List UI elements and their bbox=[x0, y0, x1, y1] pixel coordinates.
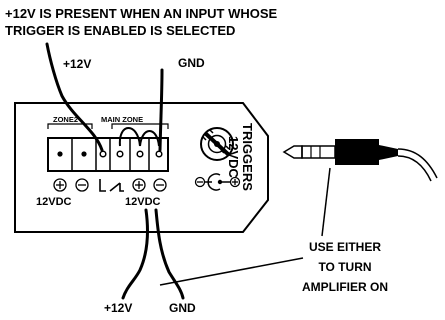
note-line-1: USE EITHER bbox=[308, 240, 381, 254]
terminal-screw bbox=[99, 150, 107, 158]
triggers-voltage-label: 12VDC bbox=[226, 135, 241, 178]
zone2-voltage-label: 12VDC bbox=[36, 196, 72, 208]
main-zone-bracket bbox=[111, 123, 169, 129]
title-line-2: TRIGGER IS ENABLED IS SELECTED bbox=[5, 23, 236, 38]
center-positive-polarity-icon bbox=[194, 173, 241, 191]
terminal-screw bbox=[57, 151, 63, 157]
zone2-bracket bbox=[47, 123, 93, 129]
bottom-plus-wire bbox=[121, 208, 150, 300]
note-line-3: AMPLIFIER ON bbox=[302, 280, 388, 294]
terminal-screw bbox=[81, 151, 87, 157]
main-zone-voltage-label: 12VDC bbox=[125, 196, 161, 208]
plus-icon bbox=[53, 178, 67, 192]
mini-plug-icon bbox=[282, 139, 438, 182]
note-leader-to-wires bbox=[159, 257, 304, 286]
bottom-gnd-wire bbox=[154, 208, 185, 300]
top-gnd-wire bbox=[158, 68, 164, 152]
plus-icon bbox=[132, 178, 146, 192]
note-line-2: TO TURN bbox=[318, 260, 372, 274]
minus-icon bbox=[153, 178, 167, 192]
terminal-screw bbox=[155, 150, 163, 158]
terminal-screw bbox=[116, 150, 124, 158]
triggers-side-label: TRIGGERS 12VDC bbox=[226, 123, 255, 191]
title-line-1: +12V IS PRESENT WHEN AN INPUT WHOSE bbox=[5, 6, 278, 21]
terminal-screw bbox=[136, 150, 144, 158]
minus-icon bbox=[75, 178, 89, 192]
jumper-wire bbox=[118, 127, 141, 147]
top-plus-wire bbox=[45, 42, 104, 152]
zone2-label: ZONE2 bbox=[53, 115, 79, 124]
bottom-plus-12v-label: +12V bbox=[104, 301, 133, 315]
rear-panel-outline bbox=[14, 102, 269, 233]
mini-jack-socket-icon bbox=[200, 127, 234, 161]
relay-switch-icon bbox=[99, 179, 124, 192]
main-zone-label: MAIN ZONE bbox=[101, 115, 144, 124]
top-gnd-label: GND bbox=[178, 56, 205, 70]
bottom-gnd-label: GND bbox=[169, 301, 196, 315]
triggers-label: TRIGGERS bbox=[240, 123, 255, 191]
top-plus-12v-label: +12V bbox=[63, 57, 92, 71]
jumper-wire bbox=[139, 130, 160, 147]
terminal-block bbox=[47, 137, 169, 172]
note-leader-to-plug bbox=[321, 167, 331, 237]
